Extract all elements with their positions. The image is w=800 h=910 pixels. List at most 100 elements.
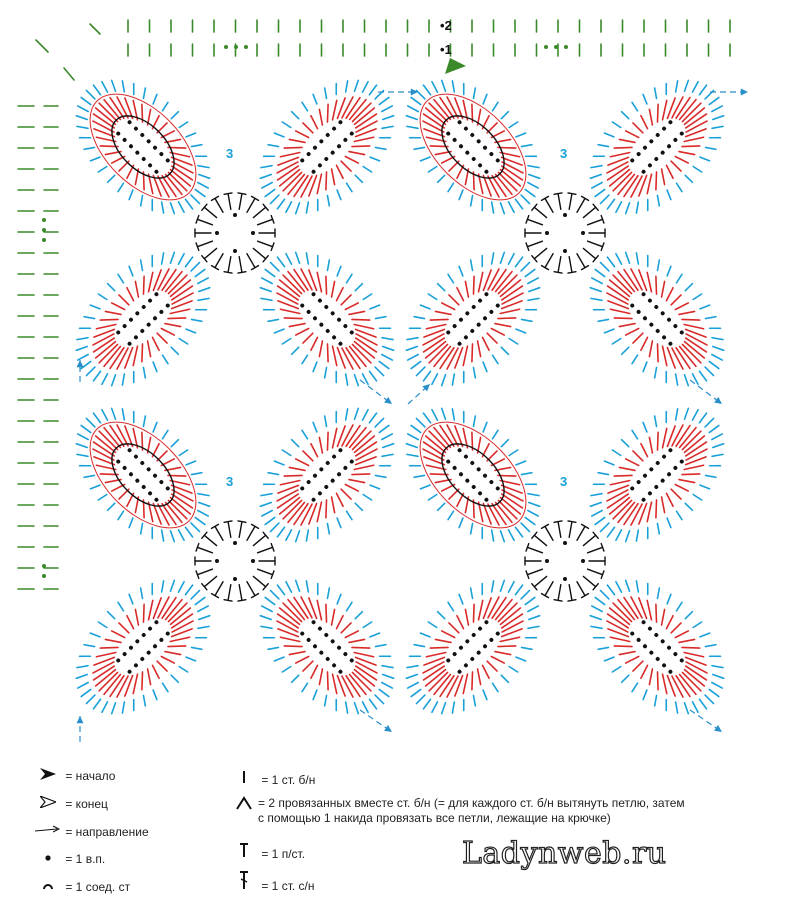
blue-stitch <box>294 201 301 215</box>
red-stitch <box>630 268 643 291</box>
red-stitch <box>104 638 122 644</box>
centre-stitch-cap <box>262 203 269 212</box>
centre-stitch <box>568 583 573 602</box>
red-stitch <box>293 596 309 620</box>
blue-stitch <box>97 621 108 629</box>
centre-stitch-cap <box>223 270 233 274</box>
blue-stitch <box>631 429 639 440</box>
chain-dot <box>495 631 500 636</box>
red-stitch <box>348 310 366 316</box>
blue-stitch <box>89 484 101 490</box>
red-stitch <box>316 271 323 293</box>
centre-stitch-cap <box>223 520 233 524</box>
red-stitch <box>276 165 300 181</box>
chain-dot <box>655 329 660 334</box>
blue-stitch <box>132 82 135 96</box>
red-stitch <box>675 96 691 120</box>
blue-stitch <box>381 673 395 680</box>
red-stitch <box>142 275 145 295</box>
blue-stitch <box>515 132 527 138</box>
red-stitch <box>92 448 115 461</box>
blue-stitch <box>635 529 640 542</box>
red-stitch <box>623 502 639 526</box>
red-stitch <box>670 622 682 634</box>
blue-stitch <box>597 318 610 323</box>
red-stitch <box>354 113 378 129</box>
red-stitch <box>95 323 117 330</box>
centre-stitch <box>526 218 544 226</box>
red-stitch <box>425 651 447 658</box>
red-stitch <box>283 474 303 477</box>
blue-stitch <box>462 698 465 712</box>
blue-stitch <box>514 198 524 210</box>
green-dot <box>42 574 46 578</box>
centre-stitch <box>586 546 604 554</box>
blue-stitch <box>121 408 126 421</box>
blue-stitch <box>76 336 89 341</box>
blue-stitch <box>273 460 285 466</box>
blue-stitch <box>635 201 640 214</box>
blue-stitch <box>374 417 385 428</box>
chain-dot <box>325 132 330 137</box>
chain-dot <box>215 231 219 235</box>
red-stitch <box>335 492 344 508</box>
red-stitch <box>471 671 474 691</box>
blue-stitch <box>290 674 300 684</box>
blue-stitch <box>419 304 431 310</box>
blue-stitch <box>590 297 603 302</box>
chain-dot <box>317 626 322 631</box>
centre-stitch-cap <box>270 570 275 580</box>
red-stitch <box>422 113 446 129</box>
red-stitch <box>448 622 460 634</box>
chain-dot <box>641 497 646 502</box>
blue-stitch <box>683 701 690 715</box>
arrowhead <box>410 88 418 96</box>
red-stitch <box>109 96 125 120</box>
centre-stitch-cap <box>250 523 260 530</box>
chain-dot <box>662 454 667 459</box>
red-stitch <box>157 596 170 619</box>
chain-dot <box>446 459 451 464</box>
petal-outline <box>111 443 175 507</box>
red-stitch <box>424 435 447 454</box>
blue-stitch <box>711 345 725 352</box>
blue-stitch <box>436 282 446 292</box>
red-stitch <box>497 171 518 192</box>
chain-dot <box>463 663 468 668</box>
red-stitch <box>609 636 631 643</box>
red-stitch <box>98 102 119 123</box>
red-stitch <box>152 174 162 197</box>
blue-stitch <box>323 694 328 707</box>
red-stitch <box>499 636 521 643</box>
red-stitch <box>424 340 447 359</box>
red-stitch <box>655 499 658 519</box>
chain-dot <box>647 298 652 303</box>
red-stitch <box>606 613 630 629</box>
blue-stitch <box>447 273 455 284</box>
red-stitch <box>167 645 187 648</box>
red-stitch <box>326 343 329 363</box>
red-stitch <box>167 317 187 320</box>
centre-stitch-cap <box>201 254 208 263</box>
centre-stitch <box>256 218 274 226</box>
red-stitch <box>276 489 299 502</box>
red-stitch <box>146 340 152 358</box>
centre-stitch <box>203 575 218 588</box>
red-stitch <box>425 323 447 330</box>
blue-stitch <box>408 464 422 467</box>
red-stitch <box>433 426 452 449</box>
blue-stitch <box>378 327 392 330</box>
blue-stitch <box>606 526 616 538</box>
centre-stitch-cap <box>540 195 550 202</box>
red-stitch <box>606 161 629 174</box>
blue-stitch <box>142 415 147 428</box>
blue-stitch <box>139 194 144 207</box>
red-stitch <box>671 347 684 370</box>
red-stitch <box>500 156 523 166</box>
chain-dot <box>128 317 133 322</box>
chain-dot <box>581 231 585 235</box>
red-stitch <box>656 671 659 691</box>
chain-dot <box>489 480 494 485</box>
red-stitch <box>325 171 328 191</box>
red-stitch <box>501 161 524 174</box>
